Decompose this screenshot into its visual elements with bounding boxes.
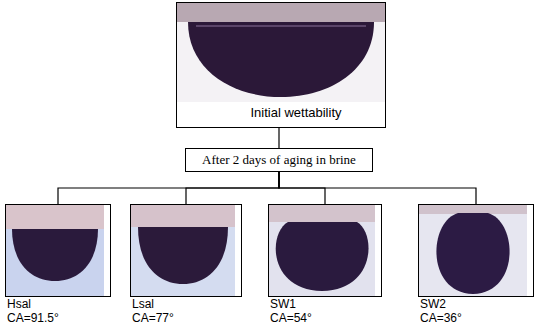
photo-box: Initial wettability	[176, 2, 386, 128]
oil-droplet	[188, 22, 374, 97]
photo-frame: LsalCA=77°	[130, 204, 242, 325]
connector-line	[279, 172, 476, 204]
photo-background	[131, 205, 235, 227]
node-label: SW1	[268, 297, 382, 311]
connector-line	[278, 128, 279, 148]
node-label: Hsal	[5, 297, 111, 311]
image-frame	[418, 204, 534, 297]
photo-background	[131, 227, 235, 296]
contact-angle-label: CA=91.5°	[5, 311, 111, 325]
droplet-highlight	[196, 25, 366, 27]
photo-background	[419, 214, 527, 296]
contact-angle-label: CA=36°	[418, 311, 534, 325]
contact-angle-label: CA=77°	[130, 311, 242, 325]
connector-line	[186, 172, 279, 204]
photo-frame: HsalCA=91.5°	[5, 204, 111, 325]
node-label: Lsal	[130, 297, 242, 311]
node-label: After 2 days of aging in brine	[192, 152, 366, 168]
photo-background	[177, 22, 385, 102]
connector-line	[58, 172, 279, 204]
photo-background	[269, 222, 375, 296]
contact-angle-label: CA=54°	[268, 311, 382, 325]
node-label: Initial wettability	[248, 105, 343, 121]
node-label: SW2	[418, 297, 534, 311]
image-frame	[5, 204, 111, 297]
photo-background	[6, 205, 104, 229]
photo-background	[419, 205, 527, 214]
image-frame	[268, 204, 382, 297]
oil-droplet	[436, 213, 509, 294]
photo-frame: SW2CA=36°	[418, 204, 534, 325]
oil-droplet	[138, 227, 228, 284]
photo-background	[6, 229, 104, 296]
photo-background	[177, 3, 385, 22]
oil-droplet	[12, 229, 98, 281]
photo-background	[269, 205, 375, 222]
photo-frame: SW1CA=54°	[268, 204, 382, 325]
process-box: After 2 days of aging in brine	[185, 148, 373, 172]
oil-droplet	[276, 222, 369, 291]
image-frame	[130, 204, 242, 297]
